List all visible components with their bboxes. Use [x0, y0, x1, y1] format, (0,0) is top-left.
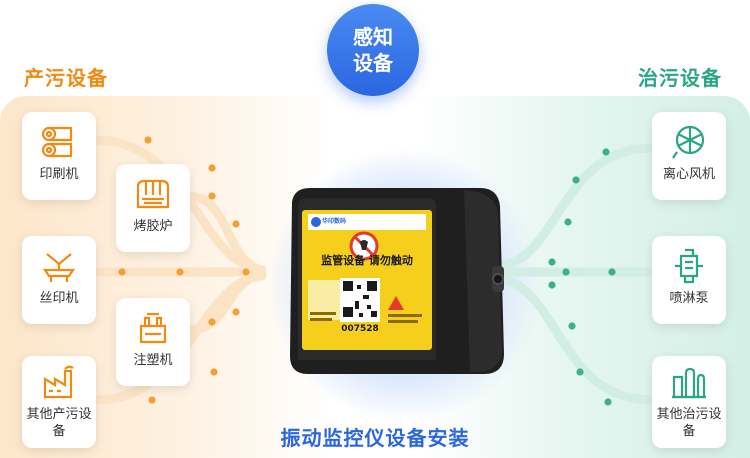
factory-icon	[39, 362, 79, 402]
card-label: 其他产污设备	[26, 407, 92, 439]
card-label: 丝印机	[39, 291, 79, 306]
card-label: 离心风机	[662, 167, 715, 182]
card-label: 印刷机	[39, 167, 79, 182]
card-other-producers[interactable]: 其他产污设备	[22, 356, 96, 448]
device-code: 007528	[341, 324, 379, 334]
curing-oven-icon	[133, 174, 173, 214]
producer-group-title: 产污设备	[24, 66, 108, 90]
bottom-title: 振动监控仪设备安装	[280, 426, 470, 450]
centrifugal-fan-icon	[669, 122, 709, 162]
card-curing-oven[interactable]: 烤胶炉	[116, 164, 190, 252]
card-centrifugal-fan[interactable]: 离心风机	[652, 112, 726, 200]
sensing-device-badge: 感知设备	[327, 4, 419, 96]
card-label: 其他治污设备	[656, 407, 722, 439]
spray-pump-icon	[669, 246, 709, 286]
injection-molding-icon	[133, 308, 173, 348]
card-other-treatment[interactable]: 其他治污设备	[652, 356, 726, 448]
card-screen-printer[interactable]: 丝印机	[22, 236, 96, 324]
device-warning-label: 监管设备 请勿触动	[321, 254, 413, 267]
screen-printer-icon	[39, 246, 79, 286]
vibration-monitor-device: 华印数码 监管设备 请勿触动 007528	[284, 184, 506, 380]
treatment-group-title: 治污设备	[638, 66, 722, 90]
card-spray-pump[interactable]: 喷淋泵	[652, 236, 726, 324]
card-label: 烤胶炉	[133, 219, 173, 234]
card-printing-press[interactable]: 印刷机	[22, 112, 96, 200]
card-label: 注塑机	[133, 353, 173, 368]
card-injection-molding[interactable]: 注塑机	[116, 298, 190, 386]
card-label: 喷淋泵	[669, 291, 709, 306]
device-brand: 华印数码	[322, 218, 347, 225]
treatment-tanks-icon	[669, 362, 709, 402]
printing-press-icon	[39, 122, 79, 162]
device-body	[290, 188, 504, 374]
